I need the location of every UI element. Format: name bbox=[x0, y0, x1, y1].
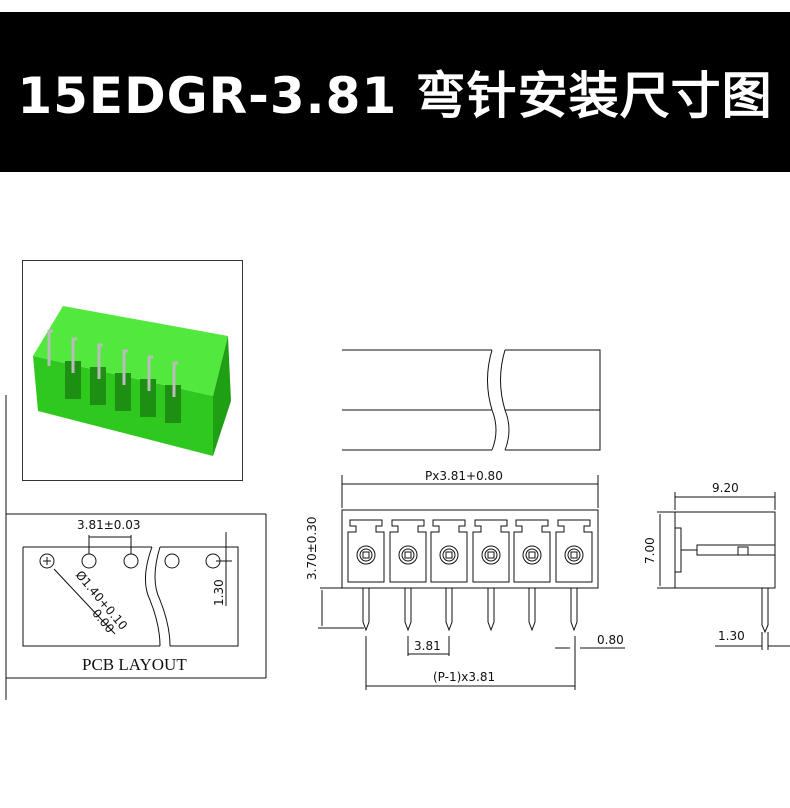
side-height-label: 7.00 bbox=[643, 537, 657, 564]
pcb-layout bbox=[5, 395, 267, 700]
front-width-label: Px3.81+0.80 bbox=[425, 469, 503, 483]
terminal-pins bbox=[362, 588, 578, 632]
terminal-cell bbox=[513, 519, 551, 583]
side-pin-offset-label: 1.30 bbox=[718, 629, 745, 643]
front-height-label: 3.70±0.30 bbox=[305, 517, 319, 581]
pin bbox=[570, 588, 578, 632]
pcb-offset-label: 1.30 bbox=[212, 579, 226, 606]
top-view bbox=[342, 349, 601, 451]
pin bbox=[487, 588, 495, 632]
pin bbox=[362, 588, 370, 632]
pin bbox=[445, 588, 453, 632]
front-pitch-label: 3.81 bbox=[414, 639, 441, 653]
pin bbox=[404, 588, 412, 632]
front-span-label: (P-1)x3.81 bbox=[433, 670, 495, 684]
terminal-cells bbox=[347, 519, 593, 583]
terminal-cell bbox=[389, 519, 427, 583]
terminal-cell bbox=[347, 519, 385, 583]
pcb-pitch-label: 3.81±0.03 bbox=[77, 518, 141, 532]
front-pin-width-label: 0.80 bbox=[597, 633, 624, 647]
product-photo bbox=[22, 260, 243, 481]
front-dimensions bbox=[365, 636, 625, 690]
title-bar: 15EDGR-3.81 弯针安装尺寸图 bbox=[0, 12, 790, 172]
front-view bbox=[318, 475, 599, 629]
page-title: 15EDGR-3.81 弯针安装尺寸图 bbox=[17, 67, 773, 125]
side-depth-label: 9.20 bbox=[712, 481, 739, 495]
side-view bbox=[657, 492, 790, 650]
pcb-layout-caption: PCB LAYOUT bbox=[82, 655, 187, 674]
pin bbox=[528, 588, 536, 632]
terminal-cell bbox=[430, 519, 468, 583]
terminal-cell bbox=[472, 519, 510, 583]
terminal-cell bbox=[555, 519, 593, 583]
green-terminal-block-image bbox=[33, 306, 231, 456]
